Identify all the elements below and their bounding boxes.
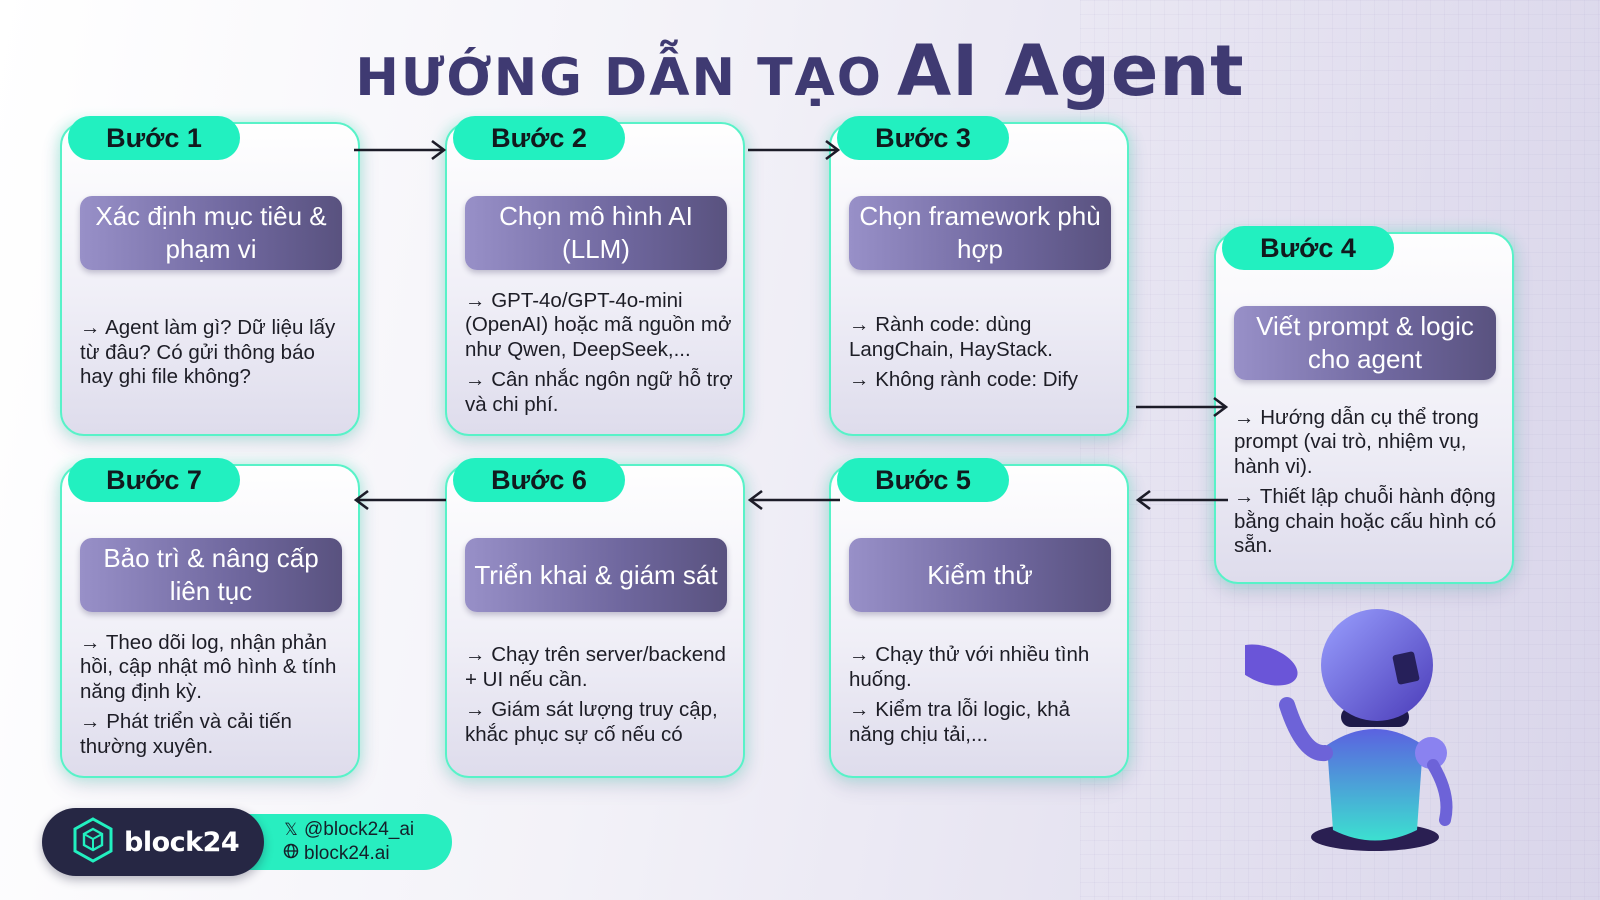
- step-line: → Hướng dẫn cụ thể trong prompt (vai trò…: [1234, 405, 1479, 478]
- title-highlight: AI Agent: [897, 30, 1245, 112]
- step-line: → Cân nhắc ngôn ngữ hỗ trợ và chi phí.: [465, 368, 733, 416]
- social-links: 𝕏 @block24_ai block24.ai: [234, 814, 452, 870]
- website-link[interactable]: block24.ai: [282, 842, 452, 866]
- step-line: → Agent làm gì? Dữ liệu lấy từ đâu? Có g…: [80, 316, 336, 389]
- step-line: → Theo dõi log, nhận phản hồi, cập nhật …: [80, 630, 337, 703]
- twitter-handle: @block24_ai: [304, 819, 415, 840]
- step-body: → Chạy thử với nhiều tình huống. → Kiểm …: [849, 626, 1117, 764]
- step-badge: Bước 1: [68, 116, 240, 160]
- step-card-3: Bước 3 Chọn framework phù hợp → Rành cod…: [829, 116, 1129, 436]
- arrow-left-icon: [1134, 488, 1230, 512]
- brand-logo: block24: [42, 808, 264, 876]
- step-line: → Thiết lập chuỗi hành động bằng chain h…: [1234, 485, 1497, 557]
- step-card-5: Bước 5 Kiểm thử → Chạy thử với nhiều tìn…: [829, 458, 1129, 778]
- step-heading: Chọn framework phù hợp: [849, 196, 1111, 270]
- step-heading: Kiểm thử: [849, 538, 1111, 612]
- step-line: → Chạy trên server/backend + UI nếu cần.: [465, 643, 726, 691]
- step-line: → Không rành code: Dify: [849, 368, 1079, 392]
- x-icon: 𝕏: [284, 820, 298, 839]
- step-card-2: Bước 2 Chọn mô hình AI (LLM) → GPT-4o/GP…: [445, 116, 745, 436]
- step-body: → Agent làm gì? Dữ liệu lấy từ đâu? Có g…: [80, 284, 348, 422]
- arrow-right-icon: [746, 138, 842, 162]
- website-url: block24.ai: [304, 843, 390, 864]
- arrow-right-icon: [352, 138, 448, 162]
- step-heading: Triển khai & giám sát: [465, 538, 727, 612]
- step-line: → Phát triển và cải tiến thường xuyên.: [80, 710, 292, 758]
- step-line: → GPT-4o/GPT-4o-mini (OpenAI) hoặc mã ng…: [465, 288, 732, 361]
- step-card-7: Bước 7 Bảo trì & nâng cấp liên tục → The…: [60, 458, 360, 778]
- step-badge: Bước 7: [68, 458, 240, 502]
- step-line: → Rành code: dùng LangChain, HayStack.: [849, 313, 1053, 361]
- step-card-4: Bước 4 Viết prompt & logic cho agent → H…: [1214, 226, 1514, 584]
- step-card-1: Bước 1 Xác định mục tiêu & phạm vi → Age…: [60, 116, 360, 436]
- step-body: → Theo dõi log, nhận phản hồi, cập nhật …: [80, 626, 348, 764]
- title-prefix: HƯỚNG DẪN TẠO: [355, 48, 883, 108]
- step-body: → Rành code: dùng LangChain, HayStack. →…: [849, 284, 1117, 422]
- cube-logo-icon: [72, 817, 114, 867]
- step-heading: Bảo trì & nâng cấp liên tục: [80, 538, 342, 612]
- step-badge: Bước 2: [453, 116, 625, 160]
- brand-name: block24: [124, 826, 240, 858]
- step-body: → GPT-4o/GPT-4o-mini (OpenAI) hoặc mã ng…: [465, 284, 733, 422]
- step-body: → Chạy trên server/backend + UI nếu cần.…: [465, 626, 733, 764]
- step-card-6: Bước 6 Triển khai & giám sát → Chạy trên…: [445, 458, 745, 778]
- step-line: → Chạy thử với nhiều tình huống.: [849, 643, 1090, 691]
- step-badge: Bước 5: [837, 458, 1009, 502]
- step-badge: Bước 6: [453, 458, 625, 502]
- step-heading: Chọn mô hình AI (LLM): [465, 196, 727, 270]
- globe-icon: [282, 842, 300, 866]
- twitter-link[interactable]: 𝕏 @block24_ai: [282, 818, 452, 842]
- step-badge: Bước 3: [837, 116, 1009, 160]
- step-line: → Giám sát lượng truy cập, khắc phục sự …: [465, 698, 718, 746]
- robot-illustration: [1232, 605, 1505, 889]
- step-heading: Xác định mục tiêu & phạm vi: [80, 196, 342, 270]
- step-badge: Bước 4: [1222, 226, 1394, 270]
- step-line: → Kiểm tra lỗi logic, khả năng chịu tải,…: [849, 698, 1071, 746]
- arrow-right-icon: [1134, 395, 1230, 419]
- step-heading: Viết prompt & logic cho agent: [1234, 306, 1496, 380]
- step-body: → Hướng dẫn cụ thể trong prompt (vai trò…: [1234, 394, 1502, 570]
- arrow-left-icon: [746, 488, 842, 512]
- arrow-left-icon: [352, 488, 448, 512]
